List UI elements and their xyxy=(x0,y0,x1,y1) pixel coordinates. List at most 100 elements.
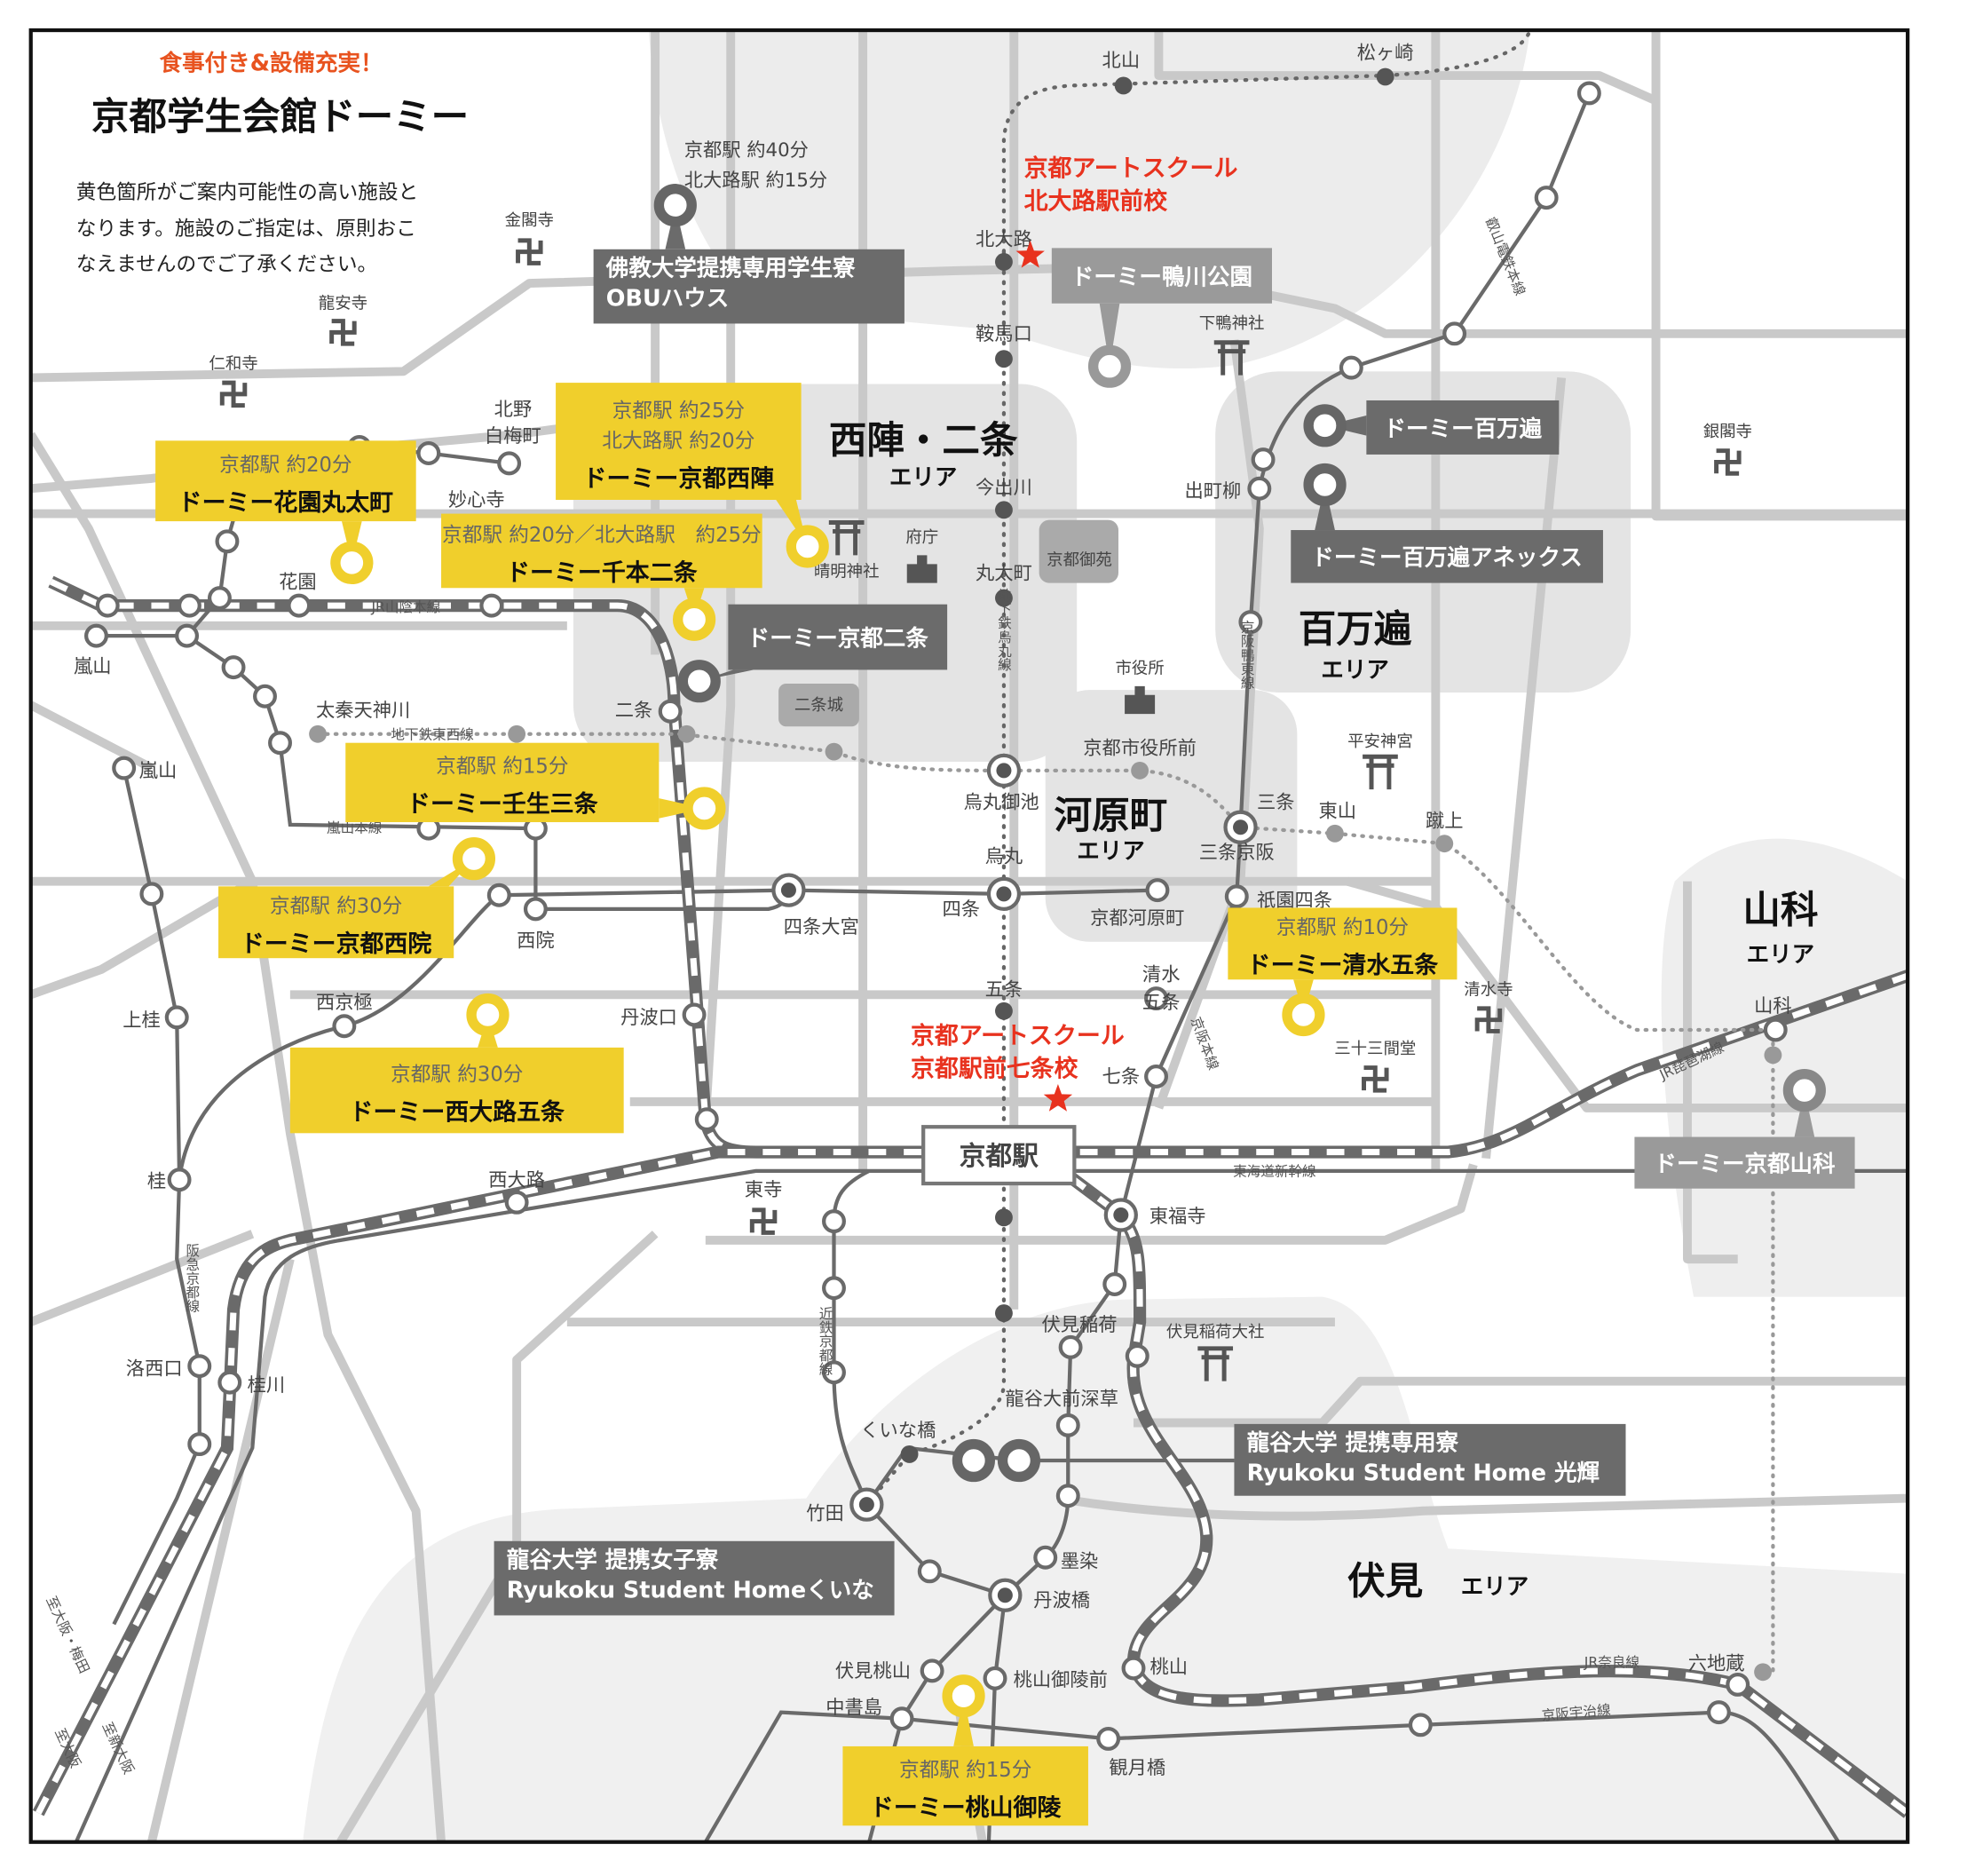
map-pin-icon[interactable] xyxy=(1782,1068,1826,1112)
subway-station-marker[interactable] xyxy=(1376,67,1394,86)
station-marker[interactable] xyxy=(1144,986,1169,1011)
station-marker[interactable] xyxy=(1033,1545,1058,1570)
subway-station-marker[interactable] xyxy=(995,1304,1013,1323)
subway-station-marker[interactable] xyxy=(995,350,1013,368)
map-pin-icon[interactable] xyxy=(942,1674,985,1718)
subway-station-marker[interactable] xyxy=(508,724,526,743)
station-marker[interactable] xyxy=(1763,1017,1788,1042)
subway-station-marker[interactable] xyxy=(1131,761,1149,780)
station-marker[interactable] xyxy=(1408,1713,1433,1737)
map-pin-icon[interactable] xyxy=(466,993,510,1037)
dorm-box[interactable] xyxy=(494,1540,895,1616)
station-marker[interactable] xyxy=(983,1666,1007,1690)
station-marker[interactable] xyxy=(917,1559,942,1584)
partner-dorm-callout[interactable]: ドーミー百万遍アネックス xyxy=(1291,463,1603,583)
station-marker[interactable] xyxy=(215,529,240,554)
partner-dorm-callout[interactable]: ドーミー京都二条 xyxy=(677,604,948,703)
dorm-box[interactable] xyxy=(345,742,660,823)
station-marker[interactable] xyxy=(1058,1334,1083,1359)
station-marker[interactable] xyxy=(1121,1656,1146,1681)
station-marker[interactable] xyxy=(1096,1726,1121,1751)
station-marker[interactable] xyxy=(1055,1413,1080,1437)
station-marker[interactable] xyxy=(95,593,120,618)
station-marker[interactable] xyxy=(1534,186,1559,210)
station-marker[interactable] xyxy=(822,1209,846,1234)
partner-dorm-callout[interactable]: ドーミー京都山科 xyxy=(1634,1068,1855,1189)
subway-station-marker[interactable] xyxy=(995,501,1013,519)
map-pin-icon[interactable] xyxy=(997,1438,1041,1483)
station-marker[interactable] xyxy=(187,1354,212,1379)
dorm-box[interactable] xyxy=(441,513,762,589)
station-marker[interactable] xyxy=(1442,321,1467,346)
station-marker[interactable] xyxy=(416,441,441,465)
dorm-box[interactable] xyxy=(556,383,802,500)
dorm-box[interactable] xyxy=(1634,1136,1855,1189)
station-marker[interactable] xyxy=(1238,610,1263,635)
dorm-box[interactable] xyxy=(155,440,416,522)
kyoto-station[interactable]: 京都駅 xyxy=(921,1125,1077,1186)
station-marker[interactable] xyxy=(889,1706,914,1731)
station-marker[interactable] xyxy=(139,882,164,906)
dorm-box[interactable] xyxy=(218,886,454,959)
station-marker[interactable] xyxy=(253,684,277,708)
map-pin-icon[interactable] xyxy=(452,837,496,881)
subway-station-marker[interactable] xyxy=(1325,824,1344,843)
subway-station-marker[interactable] xyxy=(995,589,1013,607)
map-pin-icon[interactable] xyxy=(1087,344,1132,388)
station-marker[interactable] xyxy=(1726,1672,1750,1697)
map-pin-icon[interactable] xyxy=(1282,993,1325,1037)
subway-station-marker[interactable] xyxy=(1764,1046,1782,1065)
station-marker[interactable] xyxy=(822,1360,846,1385)
station-marker[interactable] xyxy=(167,1168,192,1192)
station-marker[interactable] xyxy=(479,593,504,618)
station-marker[interactable] xyxy=(1145,878,1170,903)
station-marker[interactable] xyxy=(175,623,200,648)
station-marker[interactable] xyxy=(287,593,312,618)
kyoto-station-box[interactable] xyxy=(921,1125,1077,1186)
station-marker[interactable] xyxy=(164,1005,189,1030)
station-marker[interactable] xyxy=(822,1276,846,1301)
dorm-box[interactable] xyxy=(1234,1423,1626,1496)
subway-station-marker[interactable] xyxy=(995,253,1013,271)
subway-station-marker[interactable] xyxy=(1435,835,1454,853)
station-marker[interactable] xyxy=(1144,1065,1169,1088)
map-pin-icon[interactable] xyxy=(672,598,716,641)
station-marker[interactable] xyxy=(112,756,137,780)
station-marker[interactable] xyxy=(1102,1272,1127,1296)
subway-station-marker[interactable] xyxy=(309,724,327,743)
subway-station-marker[interactable] xyxy=(995,1001,1013,1020)
station-marker[interactable] xyxy=(221,655,246,680)
dorm-box[interactable] xyxy=(1228,907,1458,980)
dorm-box[interactable] xyxy=(842,1745,1088,1826)
station-marker[interactable] xyxy=(1576,81,1601,106)
station-marker[interactable] xyxy=(1706,1700,1731,1725)
subway-station-marker[interactable] xyxy=(825,742,843,761)
station-marker[interactable] xyxy=(207,586,232,611)
station-marker[interactable] xyxy=(1055,1484,1080,1508)
map-pin-icon[interactable] xyxy=(1303,463,1347,507)
station-marker[interactable] xyxy=(332,1014,357,1039)
station-marker[interactable] xyxy=(1247,476,1272,501)
subway-station-marker[interactable] xyxy=(995,1208,1013,1227)
station-marker[interactable] xyxy=(1125,1343,1149,1368)
dorm-box[interactable] xyxy=(728,604,948,670)
station-marker[interactable] xyxy=(83,623,108,648)
partner-dorm-callout[interactable]: ドーミー鴨川公園 xyxy=(1051,248,1272,388)
dorm-box[interactable] xyxy=(1051,248,1272,304)
station-marker[interactable] xyxy=(1339,355,1363,380)
subway-station-marker[interactable] xyxy=(677,724,696,743)
dorm-box[interactable] xyxy=(1291,530,1603,583)
station-marker[interactable] xyxy=(1224,884,1249,909)
station-marker[interactable] xyxy=(523,897,548,922)
station-marker[interactable] xyxy=(920,1658,944,1683)
subway-station-marker[interactable] xyxy=(1754,1663,1772,1682)
map-pin-icon[interactable] xyxy=(330,541,374,585)
